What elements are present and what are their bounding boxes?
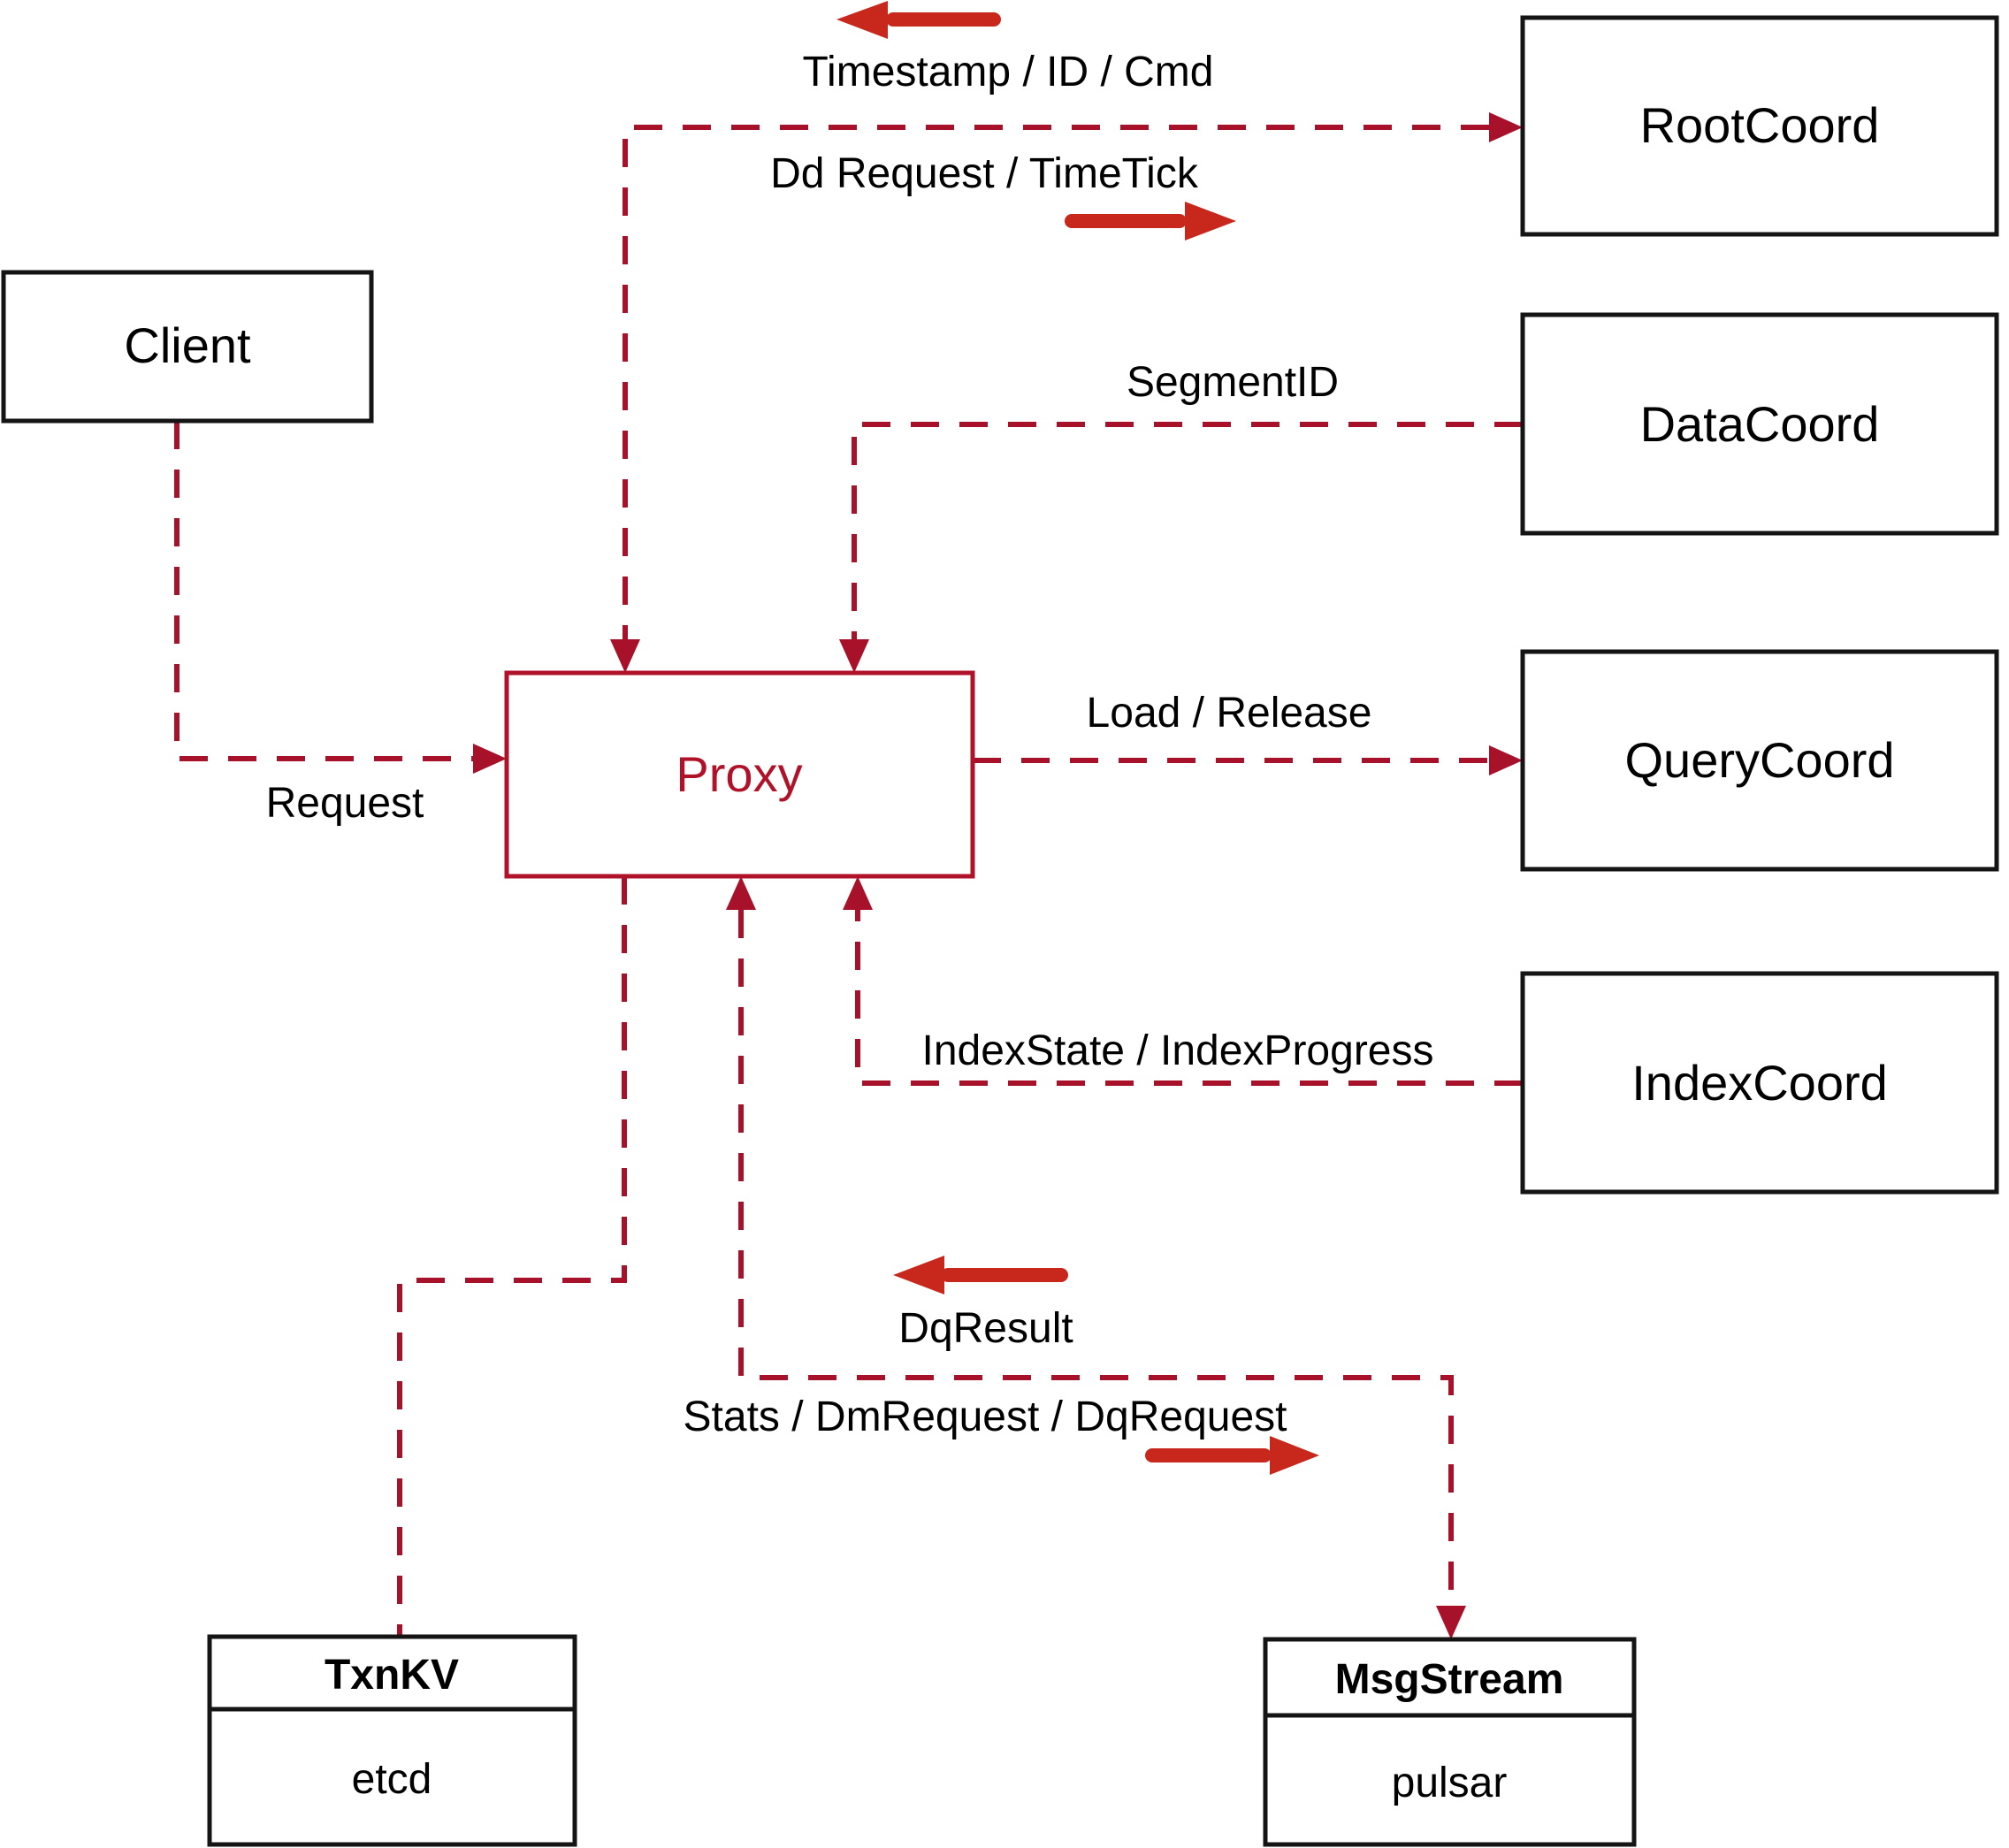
edge-arrowheads — [473, 112, 1523, 1639]
datacoord-node: DataCoord — [1520, 312, 1999, 536]
timestamp-left-arrow-icon — [836, 1, 1001, 39]
datacoord-label: DataCoord — [1640, 396, 1880, 452]
index-state-progress-label: IndexState / IndexProgress — [922, 1027, 1434, 1074]
edge-proxy-msgstream — [738, 910, 1454, 1606]
txnkv-subtitle: etcd — [352, 1756, 432, 1803]
txnkv-node: TxnKV etcd — [207, 1634, 577, 1847]
txnkv-title: TxnKV — [325, 1652, 459, 1699]
indexcoord-node: IndexCoord — [1520, 971, 1999, 1195]
arrowhead-into-querycoord-icon — [1489, 745, 1523, 775]
querycoord-label: QueryCoord — [1624, 732, 1894, 788]
msgstream-title: MsgStream — [1335, 1656, 1564, 1703]
nodes: Client RootCoord DataCoord QueryCoord In… — [1, 15, 1999, 1847]
dq-result-label: DqResult — [898, 1305, 1073, 1352]
querycoord-node: QueryCoord — [1520, 649, 1999, 872]
edge-labels: Timestamp / ID / Cmd Dd Request / TimeTi… — [266, 49, 1434, 1440]
direction-arrows — [836, 1, 1319, 1475]
msgstream-subtitle: pulsar — [1392, 1760, 1508, 1806]
client-node: Client — [1, 270, 374, 424]
arrowhead-into-msgstream-icon — [1436, 1606, 1466, 1639]
arrowhead-into-proxy-left-icon — [473, 744, 507, 774]
load-release-label: Load / Release — [1087, 690, 1372, 737]
stats-right-arrow-icon — [1145, 1436, 1319, 1475]
arrowhead-into-proxy-top-left-icon — [610, 639, 640, 673]
rootcoord-node: RootCoord — [1520, 15, 1999, 237]
edge-proxy-txnkv — [397, 876, 627, 1637]
arrowhead-into-rootcoord-icon — [1489, 112, 1523, 142]
dd-request-right-arrow-icon — [1065, 202, 1236, 241]
timestamp-id-cmd-label: Timestamp / ID / Cmd — [803, 49, 1214, 95]
arrowhead-into-proxy-bottom-mid-icon — [726, 876, 756, 910]
edge-proxy-rootcoord — [623, 125, 1489, 639]
request-label: Request — [266, 780, 424, 827]
client-label: Client — [124, 317, 251, 373]
msgstream-node: MsgStream pulsar — [1263, 1637, 1637, 1847]
indexcoord-label: IndexCoord — [1631, 1055, 1888, 1111]
proxy-node: Proxy — [504, 670, 975, 879]
edge-indexcoord-proxy — [855, 910, 1523, 1086]
arrowhead-into-proxy-top-right-icon — [839, 639, 869, 673]
rootcoord-label: RootCoord — [1640, 97, 1880, 153]
dd-request-timetick-label: Dd Request / TimeTick — [770, 150, 1199, 197]
stats-dm-dq-request-label: Stats / DmRequest / DqRequest — [684, 1394, 1287, 1440]
edge-datacoord-proxy — [852, 422, 1523, 639]
edge-client-proxy — [174, 421, 473, 761]
segment-id-label: SegmentID — [1127, 359, 1339, 406]
edge-lines — [174, 125, 1523, 1637]
dq-result-left-arrow-icon — [893, 1256, 1068, 1294]
proxy-label: Proxy — [676, 746, 802, 802]
arrowhead-into-proxy-bottom-right-icon — [843, 876, 873, 910]
